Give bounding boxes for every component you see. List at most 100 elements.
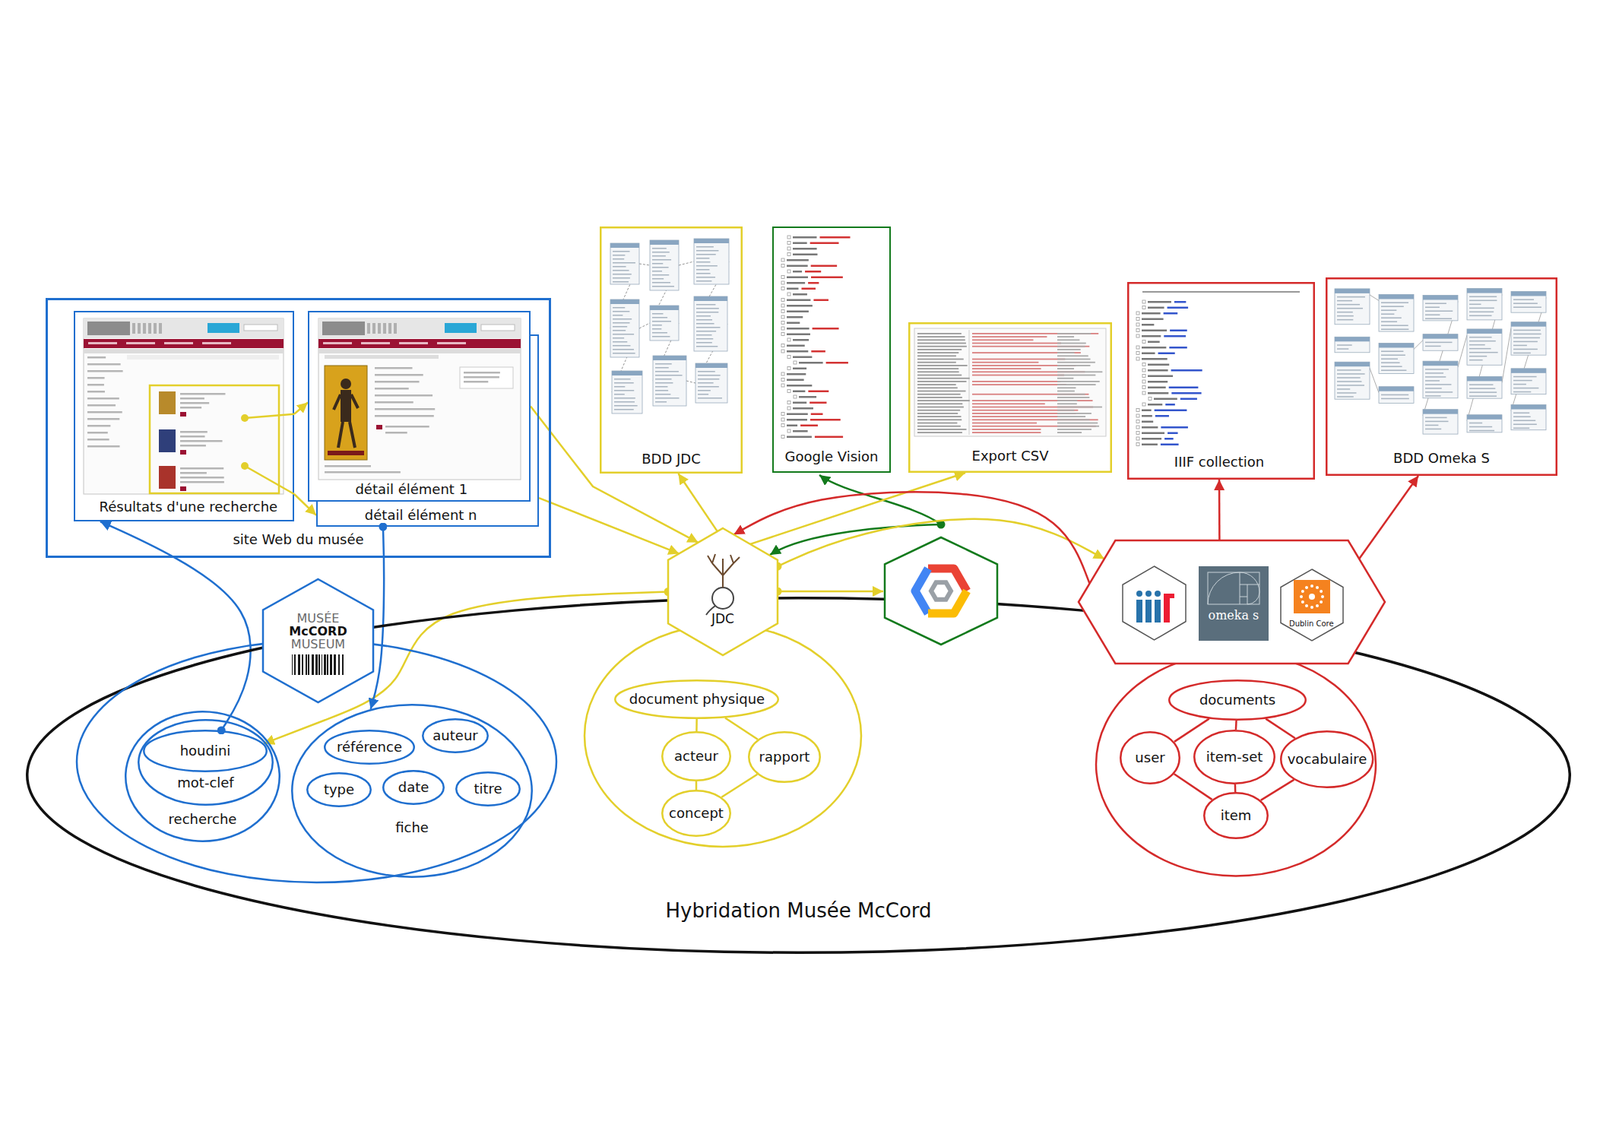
text-line — [385, 431, 408, 435]
schema-field — [652, 324, 663, 327]
schema-field — [1425, 368, 1449, 371]
schema-table-header — [693, 296, 728, 301]
tree-toggle — [787, 406, 791, 410]
schema-field — [696, 311, 719, 314]
node-illustration — [610, 238, 729, 414]
hex-outline — [668, 528, 778, 656]
sheet-cell — [972, 409, 1078, 412]
schema-field — [1425, 372, 1444, 374]
schema-table — [1466, 376, 1502, 399]
schema-field — [652, 320, 672, 323]
tree-toggle — [1136, 329, 1140, 333]
label-holder: item — [1220, 807, 1252, 824]
schema-table — [1422, 409, 1458, 435]
json-value — [812, 327, 840, 330]
node-label: vocabulaire — [1287, 750, 1368, 767]
schema-field — [652, 251, 670, 254]
json-value — [800, 424, 818, 428]
sheet-cell — [917, 367, 959, 370]
rect-outline — [599, 226, 743, 474]
tree-toggle — [781, 310, 785, 314]
hexagon-outline — [1078, 540, 1385, 664]
tree-toggle — [1142, 374, 1146, 378]
concept-ellipse: item — [1203, 792, 1269, 840]
json-key — [786, 424, 798, 428]
text-line — [180, 467, 224, 470]
node-illustration — [1136, 291, 1300, 447]
select-box — [180, 486, 187, 492]
schema-field — [612, 307, 625, 309]
sheet-cell — [1057, 390, 1075, 393]
schema-field — [652, 259, 672, 261]
schema-relation — [1369, 367, 1379, 393]
barcode-bar — [321, 654, 323, 675]
schema-field — [696, 269, 710, 271]
schema-field — [1425, 421, 1448, 423]
breadcrumb — [318, 348, 521, 354]
json-value — [1180, 398, 1198, 401]
tree-toggle — [1142, 368, 1146, 372]
sheet-cell — [972, 358, 1065, 361]
sheet-cell — [917, 399, 970, 402]
json-value — [1167, 432, 1179, 435]
schema-field — [696, 253, 717, 256]
tree-toggle — [793, 395, 797, 399]
json-key — [1141, 335, 1161, 338]
schema-table-header — [1511, 405, 1547, 410]
tree-toggle — [781, 258, 785, 262]
schema-table — [1466, 329, 1502, 365]
rect-outline — [307, 310, 531, 502]
concept-ellipse: acteur — [661, 731, 732, 782]
schema-field — [1469, 340, 1496, 343]
schema-field — [1337, 392, 1357, 394]
sheet-cell — [972, 380, 1061, 383]
tree-toggle — [781, 349, 785, 353]
sheet-cell — [1057, 374, 1096, 377]
sheet-cell — [1057, 399, 1078, 402]
export-box: Export CSV — [908, 322, 1113, 473]
concept-ellipse: recherchemot-clefhoudini — [124, 710, 281, 843]
edge-group — [100, 402, 1419, 800]
json-value — [810, 418, 841, 422]
menu-item — [88, 342, 118, 345]
sheet-cell — [972, 342, 1062, 345]
menu-item — [323, 342, 352, 345]
json-key — [1147, 380, 1168, 384]
sheet-cell — [972, 339, 1033, 341]
schema-field — [612, 250, 630, 253]
sheet-cell — [917, 361, 957, 364]
schema-field — [696, 280, 712, 282]
tree-toggle — [781, 281, 785, 285]
schema-field — [652, 278, 664, 280]
schema-table — [1334, 336, 1370, 352]
schema-field — [696, 246, 714, 248]
sheet-cell — [1057, 342, 1087, 345]
json-value — [819, 236, 850, 239]
box-outline — [1326, 278, 1557, 476]
text-line — [87, 418, 120, 421]
iiif-logo-bar — [1163, 593, 1175, 599]
schema-field — [1469, 355, 1487, 358]
json-key — [786, 413, 808, 416]
schema-table-header — [1422, 409, 1458, 415]
sheet-cell — [917, 377, 970, 380]
schema-table-header — [610, 243, 640, 248]
json-key — [1153, 398, 1178, 401]
schema-table — [1378, 294, 1414, 332]
schema-field — [1513, 352, 1531, 355]
dublin-core-dot — [1305, 604, 1309, 608]
menu-bar — [83, 339, 284, 349]
schema-field — [1425, 428, 1442, 431]
tree-toggle — [781, 332, 785, 336]
schema-table — [1466, 288, 1502, 320]
schema-table-header — [1466, 288, 1502, 294]
connector — [695, 781, 698, 790]
schema-field — [652, 285, 675, 288]
tree-toggle — [1142, 391, 1146, 395]
tree-toggle — [781, 383, 785, 387]
concept-ellipse: référence — [323, 729, 416, 765]
sheet-cell — [1057, 402, 1078, 405]
museum-logo — [322, 321, 365, 336]
sheet-cell — [972, 402, 1046, 405]
json-key — [1147, 392, 1169, 395]
